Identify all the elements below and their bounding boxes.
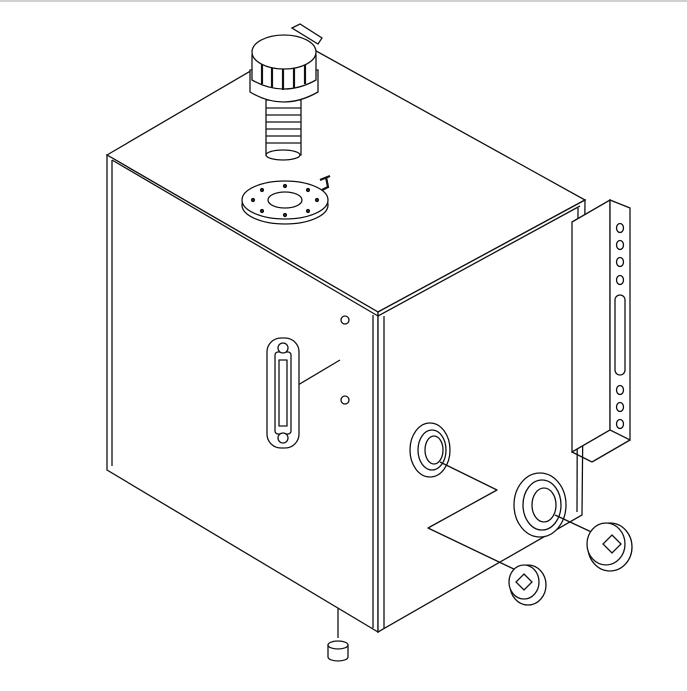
arrow-mark bbox=[319, 174, 331, 191]
leader-line bbox=[427, 461, 521, 573]
side-port-upper bbox=[409, 422, 451, 478]
tank-body bbox=[105, 41, 587, 634]
drain-plug bbox=[508, 564, 547, 606]
filler-flange bbox=[241, 174, 331, 225]
breather-cap bbox=[249, 34, 319, 161]
lifting-tab bbox=[290, 23, 323, 45]
mount-hole bbox=[340, 315, 350, 325]
sight-gauge bbox=[266, 337, 300, 449]
top-border bbox=[0, 0, 687, 2]
mount-hole bbox=[340, 395, 350, 405]
foot bbox=[327, 608, 349, 662]
mounting-bracket bbox=[571, 198, 631, 463]
side-port-lower bbox=[513, 472, 567, 538]
drain-plug bbox=[586, 522, 633, 572]
